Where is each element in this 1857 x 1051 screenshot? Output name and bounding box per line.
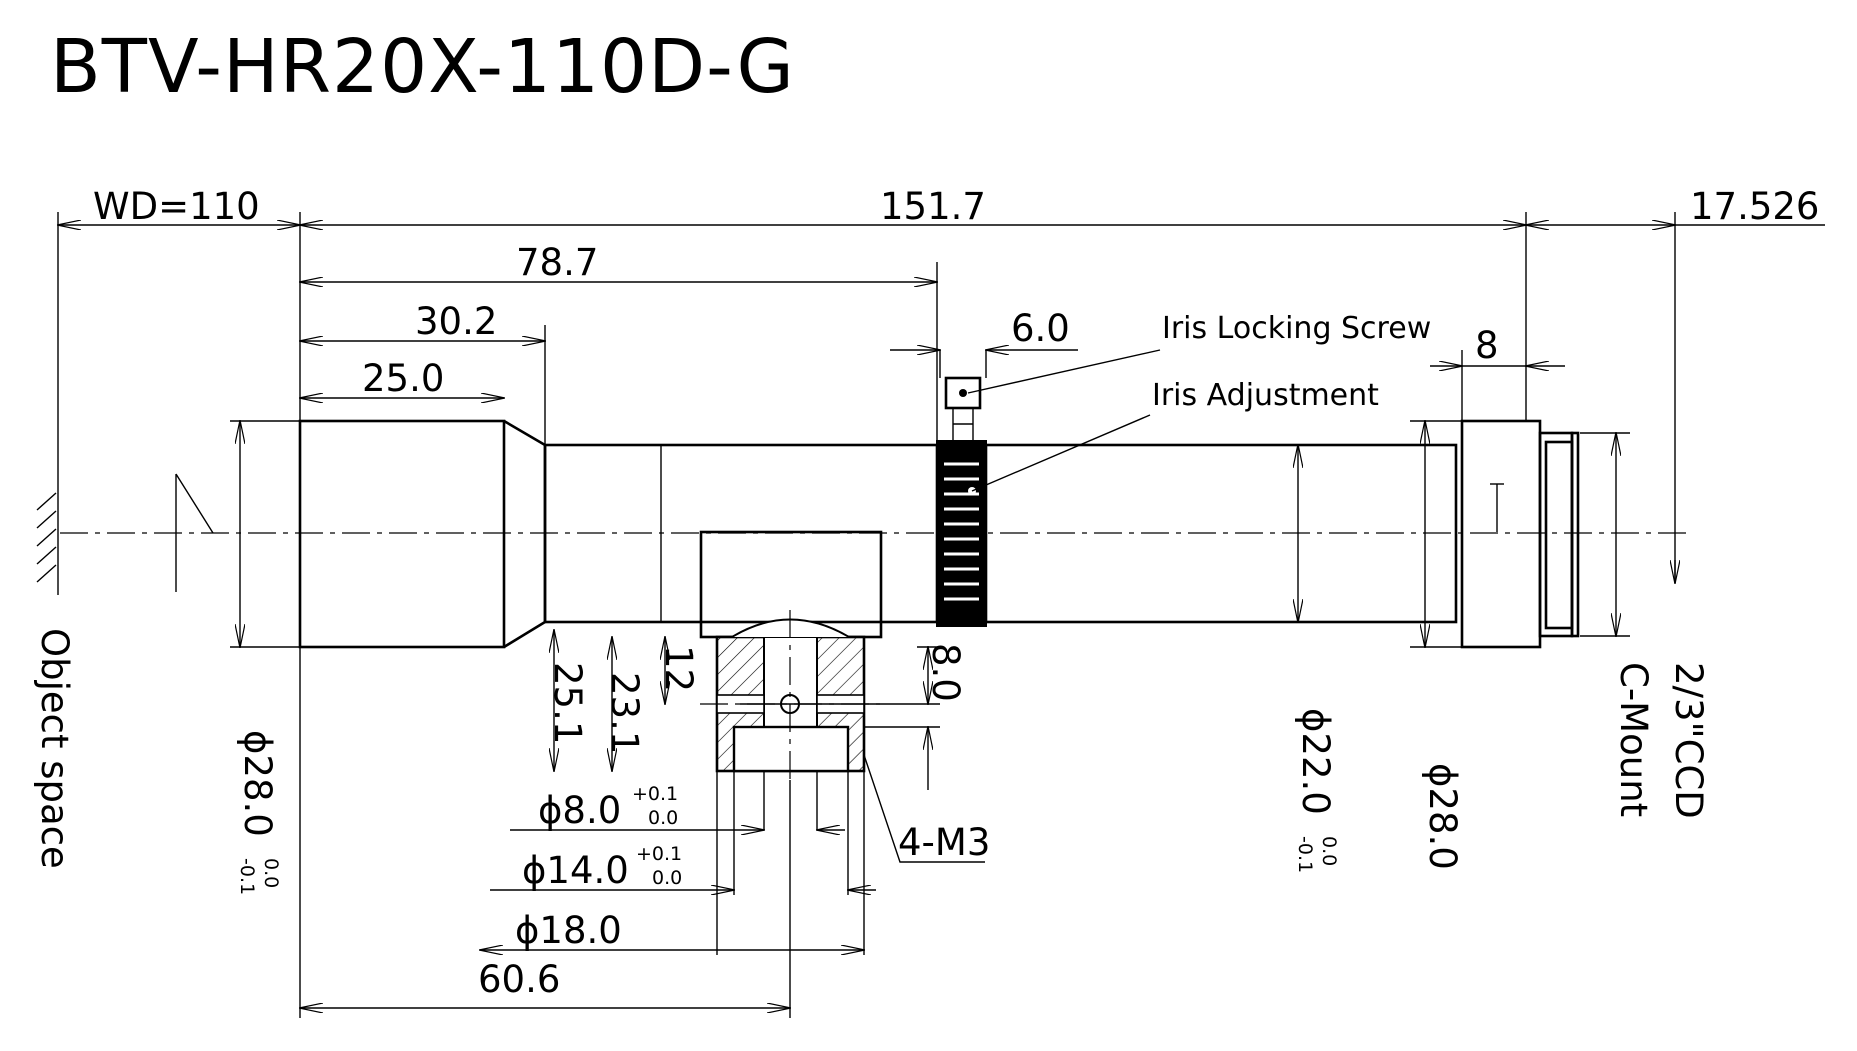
iris-ring bbox=[936, 440, 987, 627]
dim-overall-length: 151.7 bbox=[880, 185, 986, 228]
dim-front-length: 25.0 bbox=[362, 357, 444, 400]
dim-front-dia-tol-lower: -0.1 bbox=[236, 858, 258, 895]
dim-height-25-1: 25.1 bbox=[546, 662, 589, 744]
drawing-title: BTV-HR20X-110D-G bbox=[50, 24, 795, 110]
mounting-block bbox=[699, 530, 883, 780]
dim-barrel-dia: ϕ22.0 bbox=[1294, 708, 1337, 815]
leader-iris-adjustment bbox=[971, 414, 1151, 492]
label-iris-adjustment: Iris Adjustment bbox=[1152, 378, 1379, 413]
dim-front-dia-tol-upper: 0.0 bbox=[260, 858, 282, 888]
dim-height-8-0: 8.0 bbox=[924, 643, 967, 702]
label-iris-locking-screw: Iris Locking Screw bbox=[1162, 311, 1431, 346]
label-thread: 4-M3 bbox=[898, 821, 990, 864]
iris-locking-screw bbox=[944, 376, 982, 441]
label-c-mount: C-Mount bbox=[1612, 662, 1655, 817]
dim-bore-8-tol-upper: +0.1 bbox=[632, 783, 678, 805]
leader-locking-screw bbox=[967, 349, 1161, 394]
dim-height-23-1: 23.1 bbox=[603, 672, 646, 754]
dim-wd: WD=110 bbox=[93, 185, 260, 228]
label-object-space: Object space bbox=[33, 628, 76, 869]
dim-barrel-dia-tol-upper: 0.0 bbox=[1318, 836, 1340, 866]
dim-back-focus: 17.526 bbox=[1690, 185, 1819, 228]
dim-bore-8: ϕ8.0 bbox=[538, 789, 621, 832]
dim-bore-14: ϕ14.0 bbox=[522, 849, 629, 892]
dim-mount-center: 60.6 bbox=[478, 958, 560, 1001]
object-plane bbox=[36, 492, 59, 595]
dim-bore-14-tol-upper: +0.1 bbox=[636, 843, 682, 865]
dim-barrel-step: 30.2 bbox=[415, 300, 497, 343]
dim-mount-length: 8 bbox=[1475, 324, 1499, 367]
dim-screw-width: 6.0 bbox=[1011, 307, 1070, 350]
dim-bore-8-tol-lower: 0.0 bbox=[648, 807, 678, 829]
dim-height-12: 12 bbox=[657, 645, 700, 692]
dim-front-dia: ϕ28.0 bbox=[236, 730, 279, 837]
dimension-lines bbox=[58, 225, 1825, 1008]
break-line bbox=[175, 473, 214, 592]
dim-bore-18: ϕ18.0 bbox=[515, 909, 622, 952]
leader-thread bbox=[863, 754, 985, 863]
dim-bore-14-tol-lower: 0.0 bbox=[652, 867, 682, 889]
vertical-dimension-lines bbox=[240, 421, 1675, 790]
dim-iris-position: 78.7 bbox=[516, 241, 598, 284]
dim-barrel-dia-tol-lower: -0.1 bbox=[1294, 836, 1316, 873]
label-sensor: 2/3"CCD bbox=[1667, 662, 1710, 819]
dim-rear-dia: ϕ28.0 bbox=[1421, 763, 1464, 870]
